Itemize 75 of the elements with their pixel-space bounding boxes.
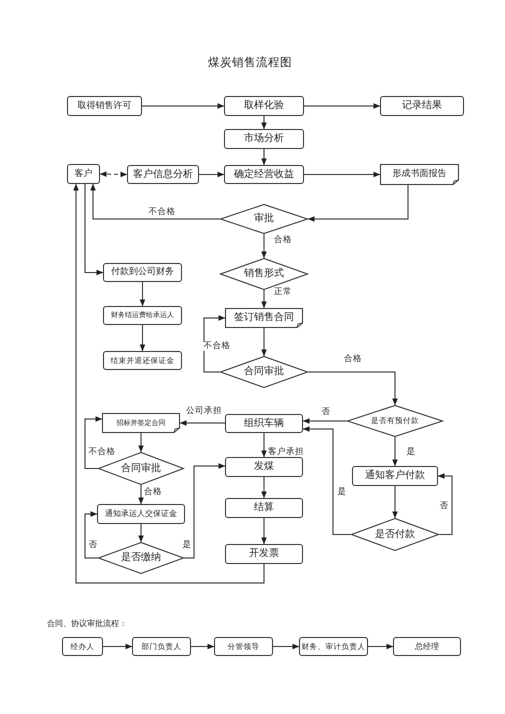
arrow <box>261 328 267 356</box>
edge-label: 否 <box>320 408 332 416</box>
arrow <box>100 171 128 178</box>
decision-diamond: 合同审批 <box>220 356 308 388</box>
arrow <box>261 432 267 458</box>
document-box: 签订销售合同 <box>225 308 303 328</box>
edge-label: 是 <box>406 448 416 456</box>
arrow <box>184 463 226 558</box>
arrow <box>73 184 264 584</box>
arrow <box>138 484 144 504</box>
process-box: 通知承运人交保证金 <box>97 504 185 524</box>
edge-label: 不合格 <box>148 208 176 216</box>
arrow <box>138 432 144 452</box>
edge-label: 否 <box>88 540 98 550</box>
arrow <box>84 511 98 558</box>
edge-label: 是 <box>182 540 192 550</box>
arrow <box>261 116 267 130</box>
arrow <box>180 420 226 426</box>
title: 煤炭销售流程图 <box>208 55 292 69</box>
arrow <box>261 518 267 544</box>
edge-label: 客户承担 <box>267 448 305 456</box>
arrow <box>304 103 380 109</box>
process-box: 客户信息分析 <box>127 165 199 184</box>
arrow <box>308 372 398 406</box>
decision-diamond: 是否缴纳 <box>98 542 184 574</box>
edge-label: 合格 <box>143 488 163 496</box>
process-box: 确定经营收益 <box>224 165 304 184</box>
section-heading: 合同、协议审批流程： <box>47 619 127 629</box>
arrow <box>308 184 408 222</box>
process-box: 结算 <box>225 498 303 518</box>
arrow <box>438 473 452 535</box>
arrow <box>304 172 380 178</box>
edge-label: 不合格 <box>88 448 116 456</box>
edge-label: 正常 <box>273 288 293 296</box>
process-box: 开发票 <box>225 544 303 564</box>
edge-label: 否 <box>438 502 450 510</box>
edge-label: 合格 <box>343 354 363 364</box>
arrow <box>204 315 226 372</box>
arrow <box>138 524 144 542</box>
arrow <box>261 148 267 166</box>
edge-label: 不合格 <box>202 342 232 350</box>
process-box: 通知客户付款 <box>352 466 438 486</box>
arrow <box>102 644 132 650</box>
edge-label: 公司承担 <box>185 406 223 416</box>
process-box: 总经理 <box>393 637 461 656</box>
arrow <box>261 234 267 258</box>
arrow <box>261 476 267 498</box>
arrow <box>392 486 398 518</box>
process-box: 发煤 <box>225 457 303 477</box>
process-box: 取得销售许可 <box>67 96 142 116</box>
edge-label: 是 <box>336 488 348 496</box>
arrow <box>142 103 224 109</box>
arrow <box>140 282 146 306</box>
arrow <box>84 184 104 276</box>
process-box: 记录结果 <box>380 96 464 116</box>
arrow <box>140 324 146 352</box>
arrow <box>84 416 102 469</box>
arrow <box>190 644 214 650</box>
arrow <box>302 426 352 535</box>
edge-label: 合格 <box>273 236 293 244</box>
process-box: 组织车辆 <box>225 414 303 433</box>
process-box: 市场分析 <box>224 129 304 149</box>
arrow <box>302 418 348 424</box>
process-box: 付款到公司财务 <box>103 263 182 282</box>
decision-diamond: 审批 <box>220 204 308 234</box>
arrow <box>261 290 267 308</box>
process-box: 取样化验 <box>224 96 304 116</box>
document-box: 形成书面报告 <box>380 164 459 185</box>
arrow <box>272 644 300 650</box>
arrow <box>90 184 220 220</box>
arrow <box>392 436 398 466</box>
process-box: 客户 <box>67 164 100 184</box>
arrow <box>368 644 394 650</box>
decision-diamond: 是否付款 <box>351 518 439 551</box>
arrow <box>198 172 224 178</box>
